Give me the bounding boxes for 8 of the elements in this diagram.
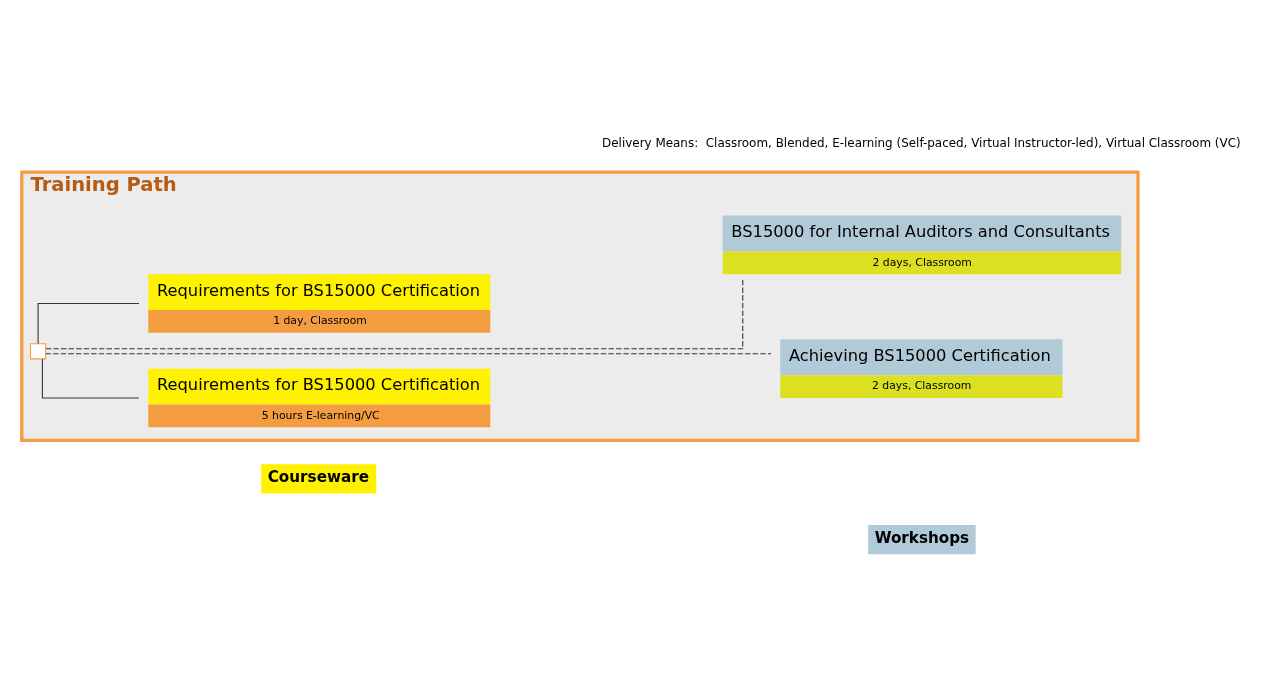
node-box: Courseware bbox=[261, 464, 377, 494]
node-box bbox=[29, 343, 47, 360]
connector bbox=[45, 353, 772, 355]
connector bbox=[41, 358, 140, 399]
node-box: Workshops bbox=[868, 525, 976, 555]
connector bbox=[37, 302, 140, 344]
connector bbox=[45, 278, 744, 350]
label: Delivery Means: Classroom, Blended, E-learning (Self-paced, Virtual Instructor-led), Virtual Classroom (VC) bbox=[602, 135, 1241, 150]
